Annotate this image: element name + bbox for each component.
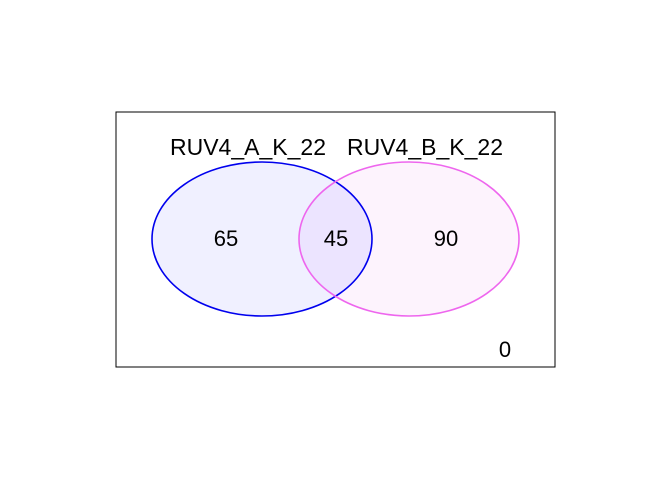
set-b-ellipse: [298, 161, 520, 317]
set-a-ellipse: [151, 161, 373, 317]
outside-count: 0: [499, 337, 511, 362]
intersection-region: [299, 162, 372, 316]
set-b-label: RUV4_B_K_22: [347, 134, 503, 160]
universe-frame: [115, 111, 556, 368]
set-a-label: RUV4_A_K_22: [170, 134, 326, 160]
intersection-count: 45: [324, 226, 348, 251]
set-a-only-count: 65: [214, 226, 238, 251]
set-b-only-count: 90: [434, 226, 458, 251]
